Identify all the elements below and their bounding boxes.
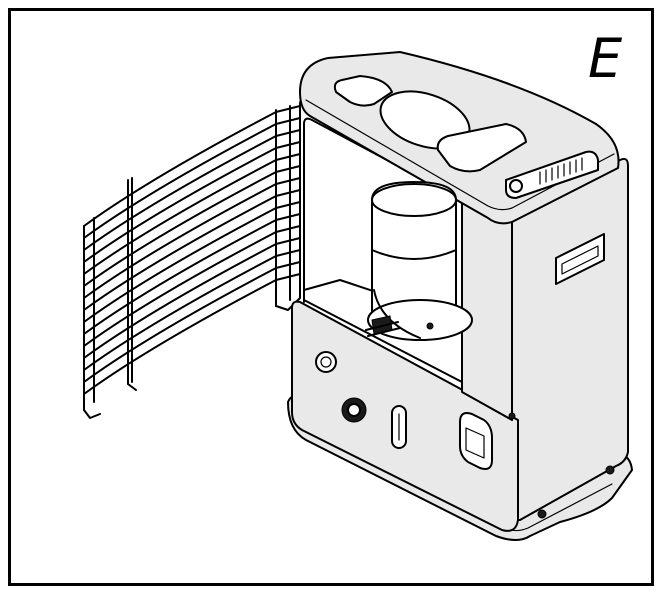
frame-screw	[508, 412, 516, 420]
base-screw-side	[605, 465, 615, 475]
lid-window-left	[333, 75, 393, 107]
grill-foot-middle	[127, 383, 137, 391]
burner-cylinder-seam	[371, 249, 457, 260]
lid-window-right	[436, 123, 527, 173]
front-grill	[83, 103, 301, 419]
grill-foot-left	[83, 409, 101, 419]
ignition-button	[315, 351, 337, 373]
burner-cylinder-top	[371, 183, 457, 217]
side-carry-handle-recess	[561, 245, 599, 275]
grill-wires	[83, 105, 301, 395]
front-right-pillar	[461, 199, 513, 421]
heater-body	[287, 51, 633, 541]
lid-vent-slots	[539, 157, 583, 185]
burner-ring-pin	[426, 322, 434, 330]
panel-label: E	[588, 27, 623, 90]
top-lid-edge	[305, 99, 615, 211]
base-screw-front	[537, 509, 547, 519]
window-sill	[303, 299, 463, 383]
burner-ring-clip-spring	[365, 321, 401, 337]
control-knob-cap	[347, 403, 361, 417]
front-window-opening	[303, 117, 463, 303]
lid-indicator-light	[509, 179, 523, 193]
